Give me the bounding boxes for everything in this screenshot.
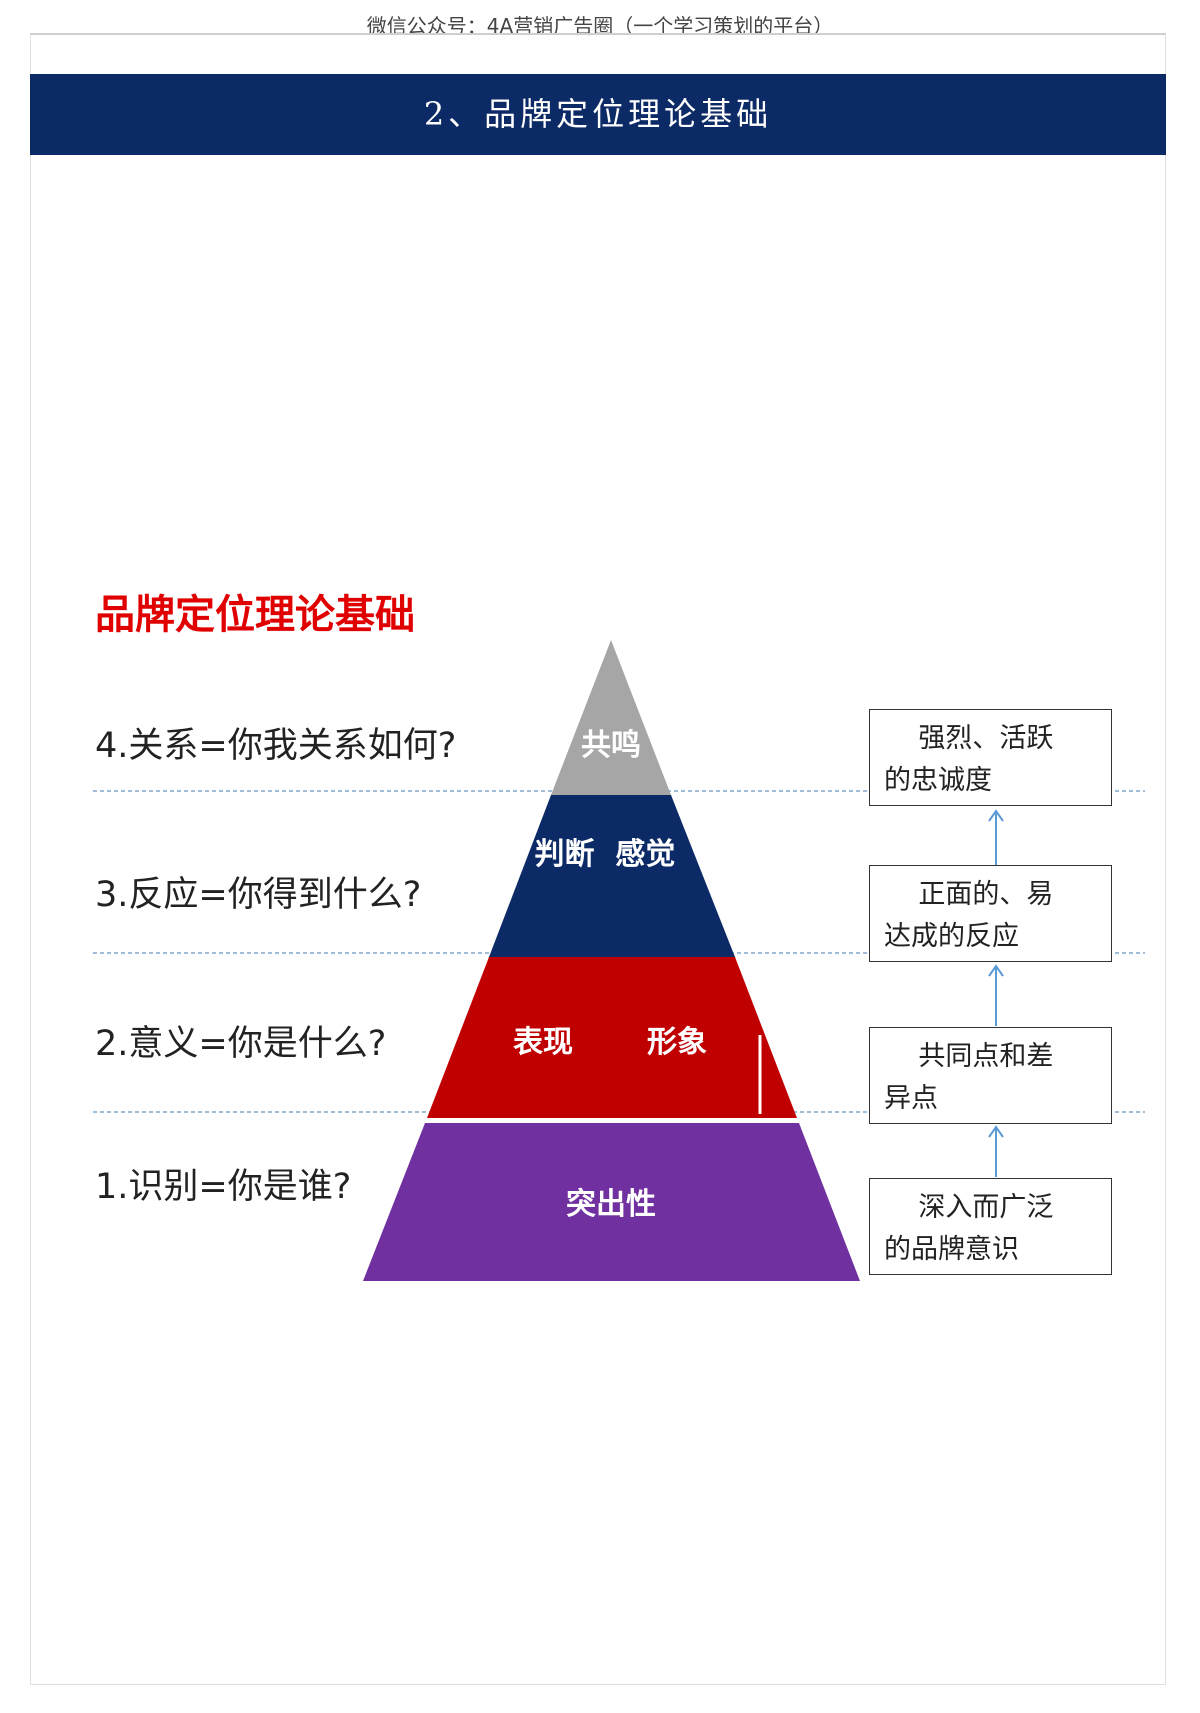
arrow-head-3 (988, 809, 1004, 822)
box-line: 的忠诚度 (884, 765, 992, 796)
section-banner: 2、品牌定位理论基础 (30, 74, 1166, 155)
pyramid-tier-salience (363, 1123, 860, 1281)
box-line: 深入而广泛 (884, 1192, 1054, 1223)
tier-label-imagery: 形象 (647, 1025, 707, 1060)
level-question-relationship: 4.关系=你我关系如何? (95, 726, 457, 766)
level-question-meaning: 2.意义=你是什么? (95, 1024, 387, 1064)
tier-label-response: 判断 感觉 (535, 837, 676, 872)
page-frame (30, 33, 1166, 1685)
outcome-box-loyalty: 强烈、活跃 的忠诚度 (869, 709, 1112, 806)
box-line: 达成的反应 (884, 921, 1019, 952)
level-question-identity: 1.识别=你是谁? (95, 1167, 352, 1207)
arrow-head-1 (988, 1125, 1004, 1138)
tier-label-salience: 突出性 (566, 1187, 656, 1222)
arrow-head-2 (988, 964, 1004, 977)
box-line: 异点 (884, 1083, 938, 1114)
level-question-response: 3.反应=你得到什么? (95, 875, 422, 915)
outcome-box-differentiation: 共同点和差 异点 (869, 1027, 1112, 1124)
box-line: 共同点和差 (884, 1041, 1054, 1072)
outcome-box-response: 正面的、易 达成的反应 (869, 865, 1112, 962)
pyramid-tier-resonance (551, 640, 671, 795)
pyramid-tier-meaning (427, 957, 797, 1118)
pyramid-tier-response (489, 795, 735, 957)
slide-title: 品牌定位理论基础 (95, 592, 415, 638)
outcome-box-awareness: 深入而广泛 的品牌意识 (869, 1178, 1112, 1275)
box-line: 正面的、易 (884, 879, 1054, 910)
box-line: 的品牌意识 (884, 1234, 1019, 1265)
tier-label-performance: 表现 (513, 1025, 573, 1060)
box-line: 强烈、活跃 (884, 723, 1054, 754)
tier-label-resonance: 共鸣 (581, 728, 641, 763)
